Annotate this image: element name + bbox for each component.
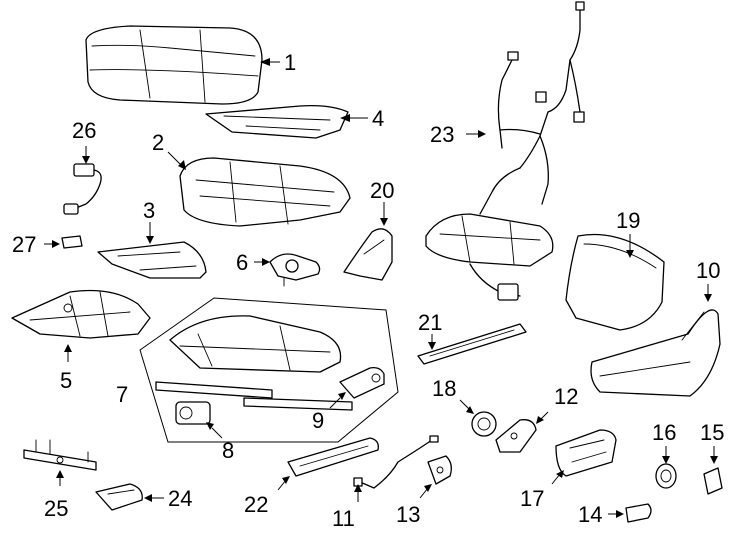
power-frame-assembly [425, 213, 554, 301]
svg-text:18: 18 [432, 376, 456, 401]
svg-text:26: 26 [72, 118, 96, 143]
part-6-actuator [269, 253, 321, 287]
callout-14: 14 [578, 502, 624, 527]
callout-21: 21 [418, 310, 442, 350]
callout-19: 19 [616, 208, 640, 258]
svg-text:16: 16 [652, 420, 676, 445]
part-26-harness-connector [63, 163, 102, 215]
callout-20: 20 [370, 178, 394, 226]
callout-2: 2 [152, 130, 186, 170]
svg-text:9: 9 [312, 408, 324, 433]
part-5-seat-pan [11, 289, 151, 339]
part-15-square-cap [703, 467, 723, 495]
svg-text:8: 8 [222, 438, 234, 463]
part-25-stud-bracket [23, 439, 97, 471]
part-21-rail [417, 323, 527, 365]
callout-11: 11 [332, 484, 362, 531]
svg-text:3: 3 [143, 198, 155, 223]
part-24-cover-piece [95, 483, 143, 511]
callout-10: 10 [696, 258, 720, 302]
svg-text:1: 1 [284, 50, 296, 75]
svg-text:7: 7 [116, 382, 128, 407]
callout-24: 24 [144, 486, 192, 511]
svg-text:4: 4 [372, 106, 384, 131]
callout-8: 8 [206, 422, 234, 463]
part-18-knob [471, 411, 497, 437]
part-10-outer-shield [590, 309, 721, 397]
svg-text:5: 5 [60, 368, 72, 393]
svg-text:13: 13 [396, 502, 420, 527]
part-14-small-cap [625, 503, 652, 523]
callout-1: 1 [260, 50, 296, 75]
callout-13: 13 [396, 484, 432, 527]
svg-text:24: 24 [168, 486, 192, 511]
part-20-side-shield [343, 228, 393, 281]
svg-text:25: 25 [44, 496, 68, 521]
svg-text:12: 12 [554, 384, 578, 409]
svg-text:23: 23 [430, 122, 454, 147]
callout-6: 6 [236, 250, 270, 275]
part-7-adjuster-assembly [139, 297, 399, 443]
callout-9: 9 [312, 392, 346, 433]
part-22-trim-strip [287, 437, 379, 477]
callout-15: 15 [700, 420, 724, 464]
part-9-motor [339, 366, 385, 399]
svg-text:17: 17 [520, 486, 544, 511]
svg-text:14: 14 [578, 502, 602, 527]
callout-23: 23 [430, 122, 486, 147]
part-27-clip [61, 235, 83, 249]
svg-text:19: 19 [616, 208, 640, 233]
callout-5: 5 [60, 344, 72, 393]
svg-text:20: 20 [370, 178, 394, 203]
part-4-cushion-pad [205, 104, 349, 139]
callout-16: 16 [652, 420, 676, 464]
callout-7: 7 [116, 382, 128, 407]
svg-text:22: 22 [244, 492, 268, 517]
part-19-back-panel [565, 233, 665, 331]
svg-text:2: 2 [152, 130, 164, 155]
part-12-switch [495, 419, 537, 453]
svg-text:11: 11 [332, 506, 355, 531]
callout-25: 25 [44, 470, 68, 521]
callout-22: 22 [244, 476, 290, 517]
part-8-small-motor [175, 401, 211, 425]
svg-text:21: 21 [418, 310, 442, 335]
part-23-wiring-harness [479, 1, 585, 215]
part-13-bracket [427, 455, 452, 485]
callout-12: 12 [536, 384, 578, 424]
svg-text:10: 10 [696, 258, 720, 283]
part-17-control-panel [555, 429, 617, 477]
svg-text:15: 15 [700, 420, 724, 445]
callout-27: 27 [12, 232, 60, 257]
part-16-round-cap [655, 463, 677, 489]
part-3-trim-panel [97, 241, 207, 279]
svg-text:6: 6 [236, 250, 248, 275]
svg-text:27: 27 [12, 232, 36, 257]
callout-17: 17 [520, 470, 564, 511]
part-2-cushion-foam [179, 157, 351, 227]
callout-18: 18 [432, 376, 474, 414]
part-1-cushion-cover [85, 25, 263, 105]
callout-3: 3 [143, 198, 155, 244]
callout-26: 26 [72, 118, 96, 164]
callout-4: 4 [340, 106, 384, 131]
